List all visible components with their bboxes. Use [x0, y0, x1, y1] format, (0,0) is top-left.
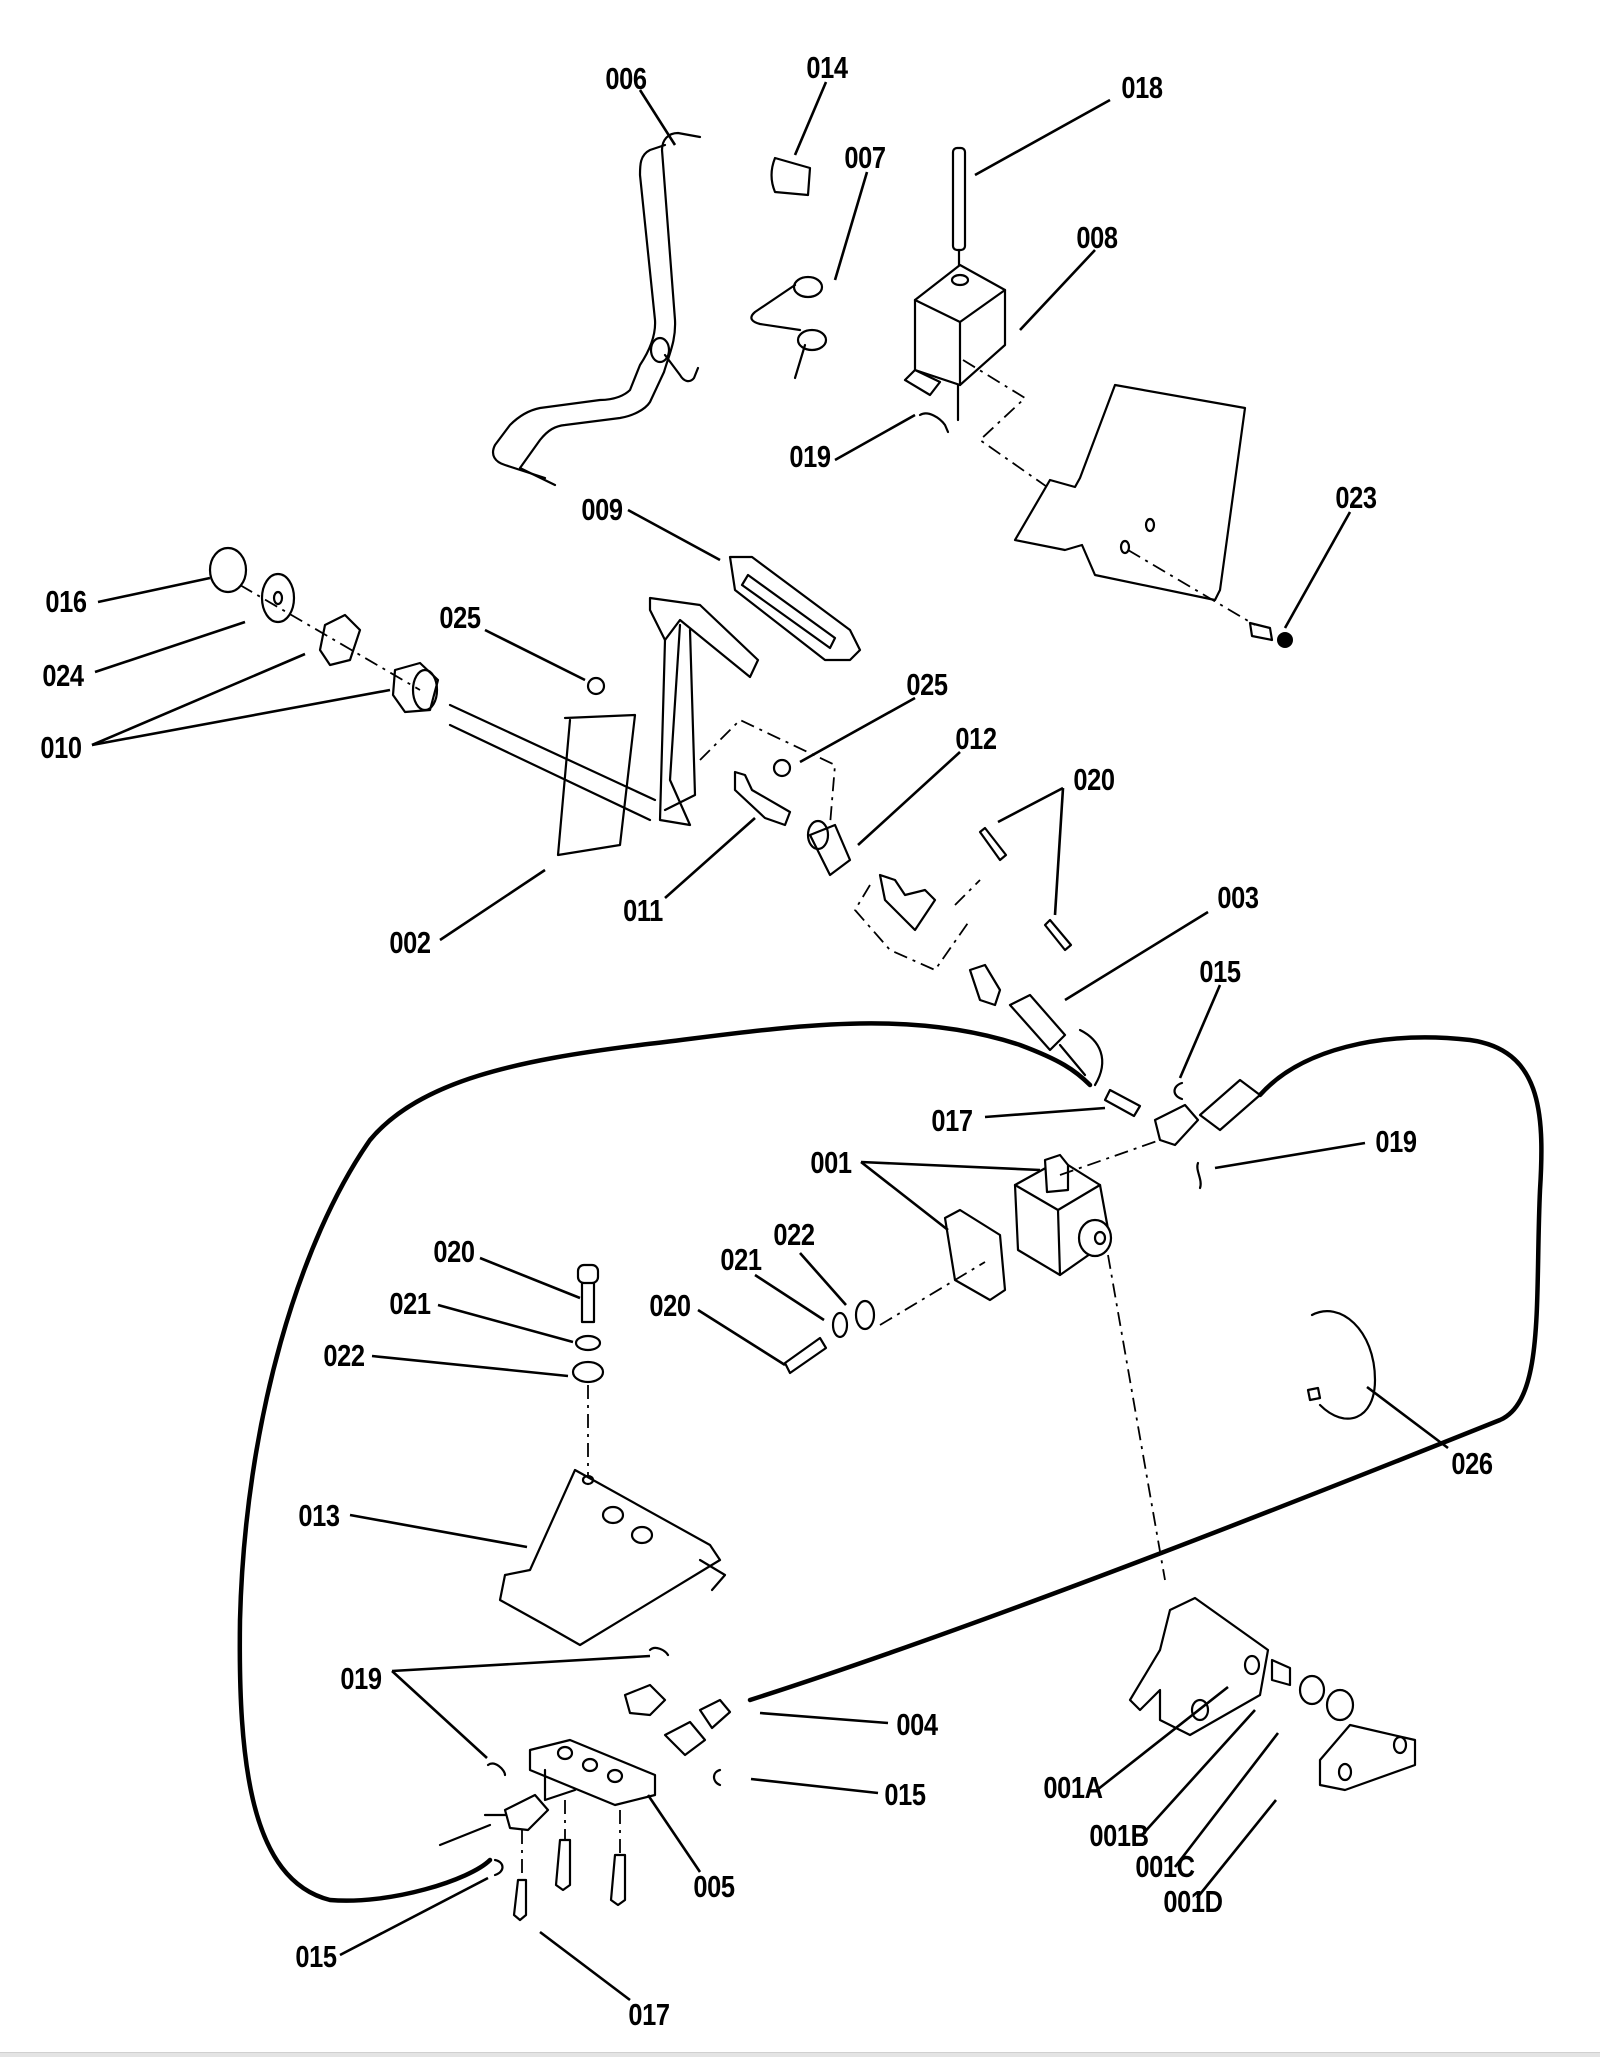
- clip-019-mid-art: [1196, 1161, 1202, 1190]
- callout-001d: 001D: [1163, 1884, 1223, 1919]
- callout-022: 022: [773, 1217, 815, 1252]
- callout-009: 009: [581, 492, 623, 527]
- caliper-parts-art: [1128, 1596, 1417, 1792]
- callout-011: 011: [623, 893, 663, 928]
- callout-003: 003: [1217, 880, 1259, 915]
- callout-001: 001: [810, 1145, 852, 1180]
- brake-cable-loop: [237, 1021, 1093, 1903]
- callout-005: 005: [693, 1869, 735, 1904]
- callout-015: 015: [1199, 954, 1241, 989]
- callout-012: 012: [955, 721, 997, 756]
- clevis-pins-lower-art: [512, 1838, 627, 1922]
- callout-014: 014: [806, 50, 848, 85]
- callout-021: 021: [389, 1286, 431, 1321]
- callout-001b: 001B: [1089, 1818, 1149, 1853]
- bracket-008-art: [903, 263, 1081, 511]
- nut-025-a: [586, 676, 606, 696]
- callout-020: 020: [649, 1288, 691, 1323]
- bottom-border: [0, 2052, 1600, 2057]
- callout-019: 019: [1375, 1124, 1417, 1159]
- callout-022: 022: [323, 1338, 365, 1373]
- callout-017: 017: [931, 1103, 973, 1138]
- callout-019: 019: [789, 439, 831, 474]
- callout-004: 004: [896, 1707, 938, 1742]
- callout-001c: 001C: [1135, 1849, 1195, 1884]
- side-bolt-art: [783, 1299, 876, 1375]
- clip-015-low-art: [493, 1858, 504, 1877]
- leader-lines: [91, 81, 1449, 2002]
- shaft-hardware-art: [208, 546, 440, 714]
- callout-008: 008: [1076, 220, 1118, 255]
- bolt-020-b: [1043, 918, 1073, 952]
- callout-026: 026: [1451, 1446, 1493, 1481]
- callout-015: 015: [884, 1777, 926, 1812]
- spring-007-art: [750, 275, 828, 380]
- clip-019-top-art: [918, 412, 950, 434]
- callout-020: 020: [433, 1234, 475, 1269]
- callout-024: 024: [42, 658, 84, 693]
- clip-019-lower-a: [486, 1762, 507, 1777]
- bolt-020-a: [978, 826, 1008, 862]
- clip-015-upper-art: [1173, 1081, 1184, 1101]
- vertical-bolt-art: [571, 1263, 605, 1475]
- callout-010: 010: [40, 730, 82, 765]
- pedal-shaft-002-art: [448, 596, 836, 857]
- callout-025: 025: [906, 667, 948, 702]
- retaining-ring-026-art: [1310, 1310, 1377, 1420]
- cap-014-art: [770, 156, 812, 197]
- callout-013: 013: [298, 1498, 340, 1533]
- callout-020: 020: [1073, 762, 1115, 797]
- mounting-bracket-013-art: [498, 1468, 727, 1647]
- callout-017: 017: [628, 1997, 670, 2032]
- link-011-art: [733, 770, 792, 827]
- brake-assembly-001-art: [879, 1139, 1166, 1581]
- cable-clevises-art: [438, 1683, 732, 1847]
- cable-bracket-005-art: [528, 1738, 657, 1807]
- callout-018: 018: [1121, 70, 1163, 105]
- clevis-bracket-art: [878, 873, 937, 932]
- callout-023: 023: [1335, 480, 1377, 515]
- shield-plate-art: [1013, 383, 1293, 648]
- callout-016: 016: [45, 584, 87, 619]
- nut-025-b: [772, 758, 792, 778]
- spring-012-art: [806, 819, 852, 877]
- clevis-pin-017-art: [1103, 1088, 1142, 1118]
- clip-015-mid-art: [712, 1768, 722, 1787]
- brake-cable-right: [747, 1035, 1544, 1703]
- callout-025: 025: [439, 600, 481, 635]
- clip-019-lower-b: [648, 1646, 670, 1657]
- pedal-rod-006-art: [491, 131, 702, 487]
- pedal-pad-009-art: [728, 555, 862, 662]
- callout-015: 015: [295, 1939, 337, 1974]
- callout-021: 021: [720, 1242, 762, 1277]
- cable-003-art: [968, 963, 1087, 1077]
- callout-019: 019: [340, 1661, 382, 1696]
- callout-001a: 001A: [1043, 1770, 1103, 1805]
- clevis-spring-art: [1153, 1078, 1262, 1147]
- callout-002: 002: [389, 925, 431, 960]
- cable-003-end: [1078, 1028, 1104, 1087]
- callout-006: 006: [605, 61, 647, 96]
- callout-007: 007: [844, 140, 886, 175]
